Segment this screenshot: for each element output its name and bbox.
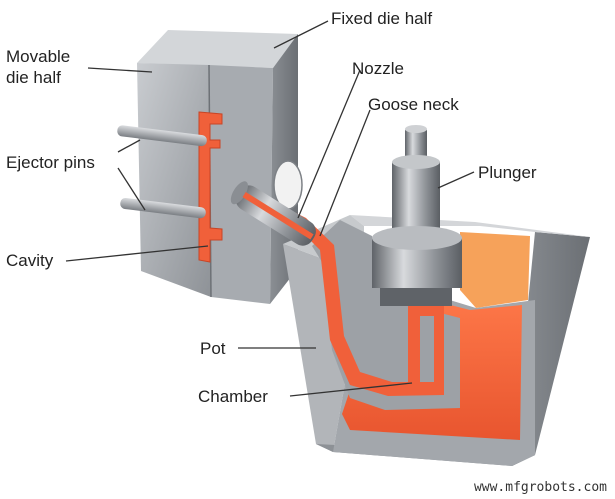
label-chamber: Chamber — [198, 387, 268, 406]
label-pot: Pot — [200, 339, 226, 358]
leader-cavity — [65, 245, 209, 262]
label-goose-neck: Goose neck — [368, 95, 459, 114]
die-cavity — [198, 111, 223, 263]
leader-plunger — [437, 171, 475, 189]
leader-chamber — [289, 382, 413, 397]
leader-ejector-pin-2 — [117, 167, 146, 211]
leader-movable-die-half — [87, 67, 153, 73]
nozzle — [230, 181, 316, 246]
melt-surface — [460, 232, 530, 308]
goose-neck — [250, 194, 460, 410]
die-top-face — [137, 30, 298, 68]
movable-die-half — [137, 63, 211, 297]
ejector-pin — [120, 197, 206, 219]
label-ejector-pins: Ejector pins — [6, 153, 95, 172]
leader-fixed-die-half — [273, 20, 329, 49]
label-nozzle: Nozzle — [352, 59, 404, 78]
leader-lines — [65, 20, 475, 397]
watermark: www.mfgrobots.com — [473, 480, 607, 495]
die-block — [137, 30, 303, 304]
label-movable-die-half: Movable die half — [6, 47, 71, 87]
leader-nozzle — [297, 69, 361, 219]
label-fixed-die-half: Fixed die half — [331, 9, 433, 28]
ejector-pin — [117, 125, 207, 147]
label-plunger: Plunger — [478, 163, 537, 182]
plunger — [372, 125, 462, 306]
leader-ejector-pin-1 — [117, 139, 141, 153]
ejector-pins — [117, 125, 207, 219]
goose-neck-channel — [250, 194, 444, 396]
leader-goose-neck — [319, 109, 371, 237]
label-cavity: Cavity — [6, 251, 54, 270]
